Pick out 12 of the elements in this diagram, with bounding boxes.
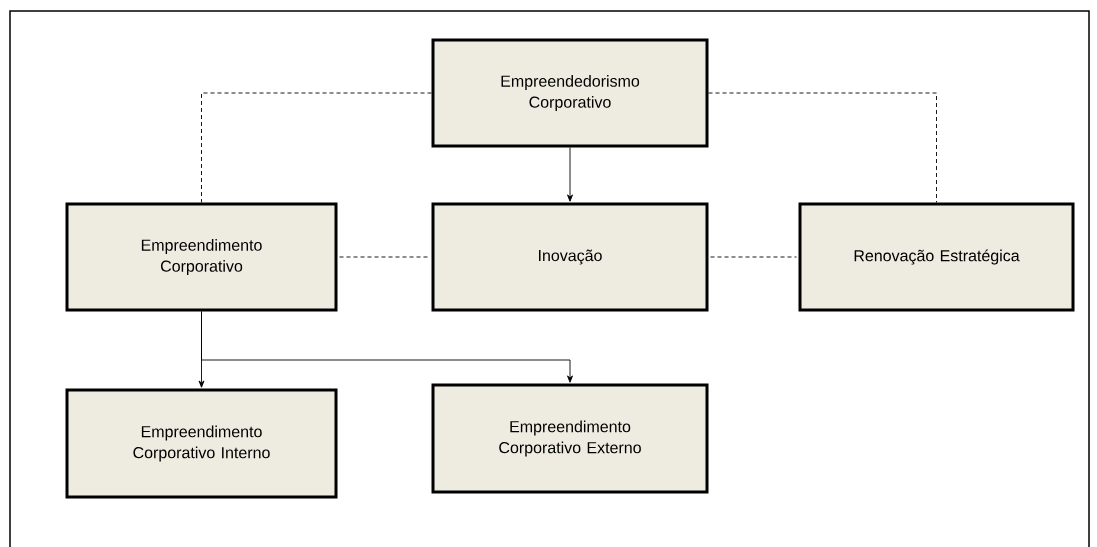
process-box: Empreendedorismo Corporativo bbox=[431, 38, 709, 148]
process-box: Empreendimento Corporativo Interno bbox=[65, 388, 338, 499]
process-box: Renovação Estratégica bbox=[798, 202, 1075, 312]
connector bbox=[708, 92, 937, 203]
connector bbox=[201, 92, 432, 203]
connector bbox=[339, 256, 430, 258]
process-box: Inovação bbox=[431, 202, 709, 312]
connector bbox=[710, 256, 797, 258]
process-box: Empreendimento Corporativo Externo bbox=[431, 383, 709, 494]
connector bbox=[201, 311, 573, 383]
process-box: Empreendimento Corporativo bbox=[65, 202, 338, 312]
connector bbox=[567, 147, 573, 202]
